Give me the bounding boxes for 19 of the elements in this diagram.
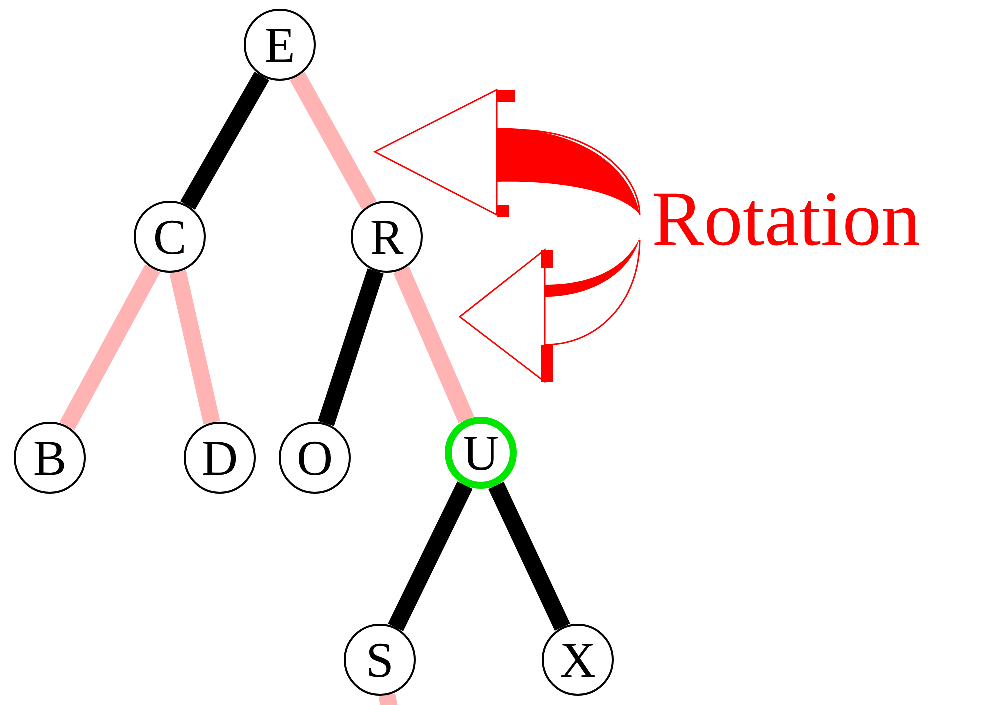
tree-edge <box>394 266 474 424</box>
node-letter: R <box>370 212 404 262</box>
tree-edge <box>290 72 377 210</box>
node-letter: O <box>296 433 334 483</box>
node-letter: X <box>560 635 596 685</box>
tree-edge <box>488 482 570 632</box>
tree-edge <box>318 268 384 426</box>
node-letter: E <box>264 20 296 70</box>
node-letter: S <box>366 635 394 685</box>
tree-edge <box>180 72 270 210</box>
node-letter: B <box>33 433 67 483</box>
node-letter: C <box>153 212 187 262</box>
node-letter: U <box>462 428 500 478</box>
tree-edge <box>388 482 473 632</box>
tree-edge <box>378 694 400 705</box>
tree-edge <box>170 270 220 425</box>
tree-edge <box>60 264 160 430</box>
rotation-label: Rotation <box>652 180 921 258</box>
node-letter: D <box>202 433 238 483</box>
